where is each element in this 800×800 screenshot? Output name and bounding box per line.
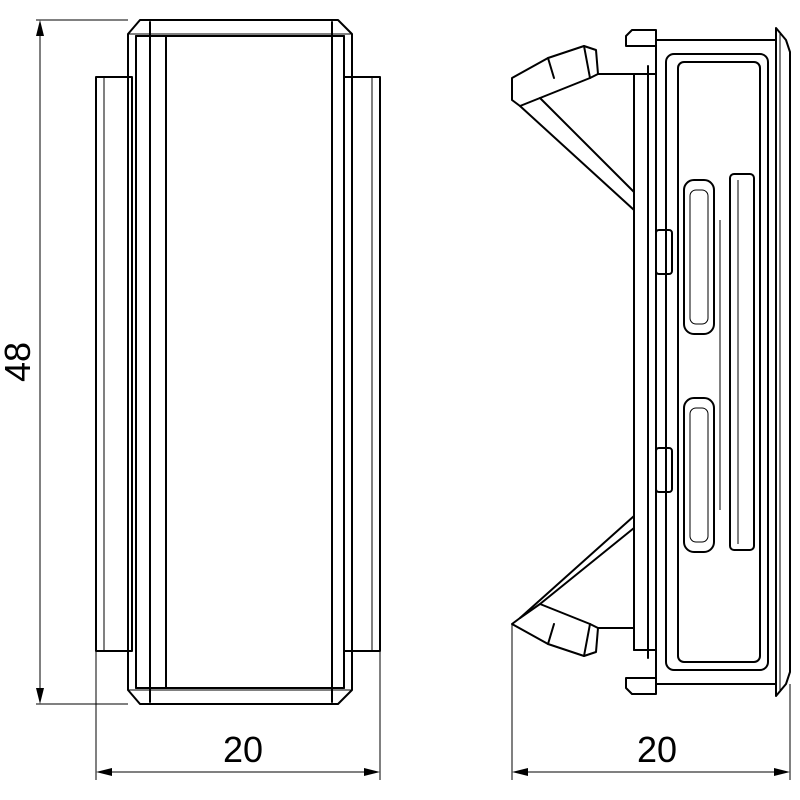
side-view [511, 27, 791, 697]
front-body [127, 19, 353, 705]
front-right-flange [343, 76, 381, 652]
dimension-side-width: 20 [511, 624, 791, 780]
front-left-flange [95, 76, 133, 652]
side-housing-window [677, 61, 761, 663]
side-top-latch [511, 45, 599, 107]
side-bottom-clip [625, 677, 657, 695]
dimension-height: 48 [0, 19, 128, 705]
front-view [95, 19, 381, 705]
side-tab-lower [655, 447, 673, 493]
side-width-label: 20 [637, 729, 677, 770]
front-width-label: 20 [223, 729, 263, 770]
side-housing-outer [655, 39, 777, 685]
side-tab-upper [655, 229, 673, 275]
side-slot-lower [683, 397, 715, 553]
dimension-front-width: 20 [95, 651, 381, 780]
side-housing-inner [665, 53, 769, 671]
height-label: 48 [0, 342, 38, 382]
side-top-clip [625, 29, 657, 47]
side-guide-bar [729, 173, 755, 551]
side-slot-upper [683, 179, 715, 335]
side-end-plate [775, 27, 791, 697]
